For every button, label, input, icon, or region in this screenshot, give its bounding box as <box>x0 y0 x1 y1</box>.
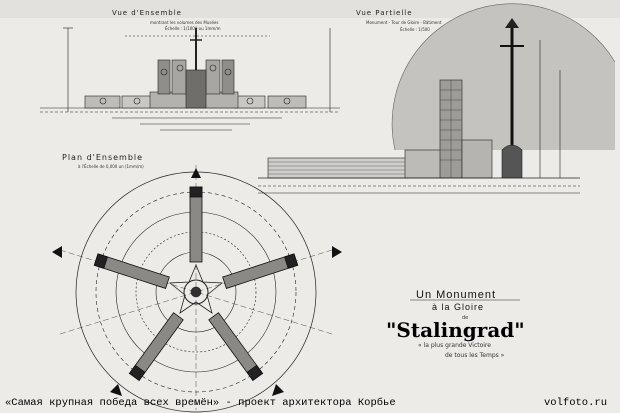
top-left-scale: Échelle : 1/1000 ou 1mm/m <box>165 26 221 31</box>
plan-title: Plan d'Ensemble <box>62 153 144 162</box>
elevation-overview <box>40 27 340 131</box>
elevation-partial <box>258 3 616 194</box>
top-right-subtitle: Monument - Tour de Gloire - Bâtiment <box>366 20 442 25</box>
top-left-title: Vue d'Ensemble <box>112 9 182 17</box>
monument-name: "Stalingrad" <box>386 318 525 342</box>
monument-line-1: Un Monument <box>416 289 497 301</box>
top-left-subtitle: montrant les volumes des Musées <box>150 20 219 25</box>
monument-line-5: de tous les Temps » <box>445 352 505 359</box>
caption-right: volfoto.ru <box>544 397 608 409</box>
monument-line-2: à la Gloire <box>432 302 485 312</box>
caption-left: «Самая крупная победа всех времён» - про… <box>5 397 396 409</box>
plan-scale: à l'Échelle de 0,000 un (1mm/m) <box>78 164 144 169</box>
monument-line-4: « la plus grande Victoire <box>418 342 491 349</box>
top-right-title: Vue Partielle <box>356 9 413 17</box>
orientation-arrows <box>52 168 342 396</box>
monument-line-3: de <box>462 315 469 321</box>
top-right-scale: Échelle : 1/500 <box>400 27 430 32</box>
museum-wings <box>93 186 299 382</box>
